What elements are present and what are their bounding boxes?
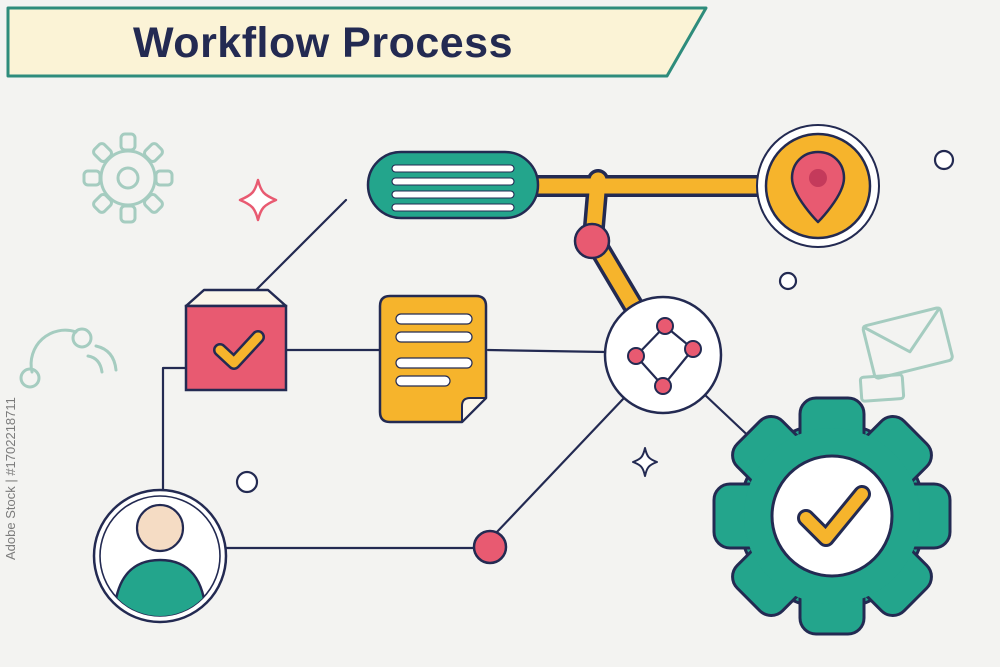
map-pin-icon [756,124,880,248]
gear-outline-icon [82,132,174,224]
red-sparkle-icon [238,178,278,222]
user-avatar-icon [92,488,228,624]
junction-node-bottom [472,529,508,565]
dot-circle-icon [235,470,259,494]
watermark-text: Adobe Stock | #1702218711 [3,397,18,560]
dot-circle-icon [933,149,955,171]
document-icon [378,294,488,424]
settings-gear-icon [712,396,952,636]
title-banner: Workflow Process [6,6,708,78]
navy-sparkle-icon [632,447,658,477]
network-nodes-icon [603,295,723,415]
dot-circle-icon [778,271,798,291]
task-list-card-icon [366,150,540,220]
page-title: Workflow Process [133,19,513,67]
phone-call-icon [19,327,118,389]
mail-doodle-icon [858,306,954,403]
junction-node-top [573,222,611,260]
package-check-icon [184,288,288,392]
